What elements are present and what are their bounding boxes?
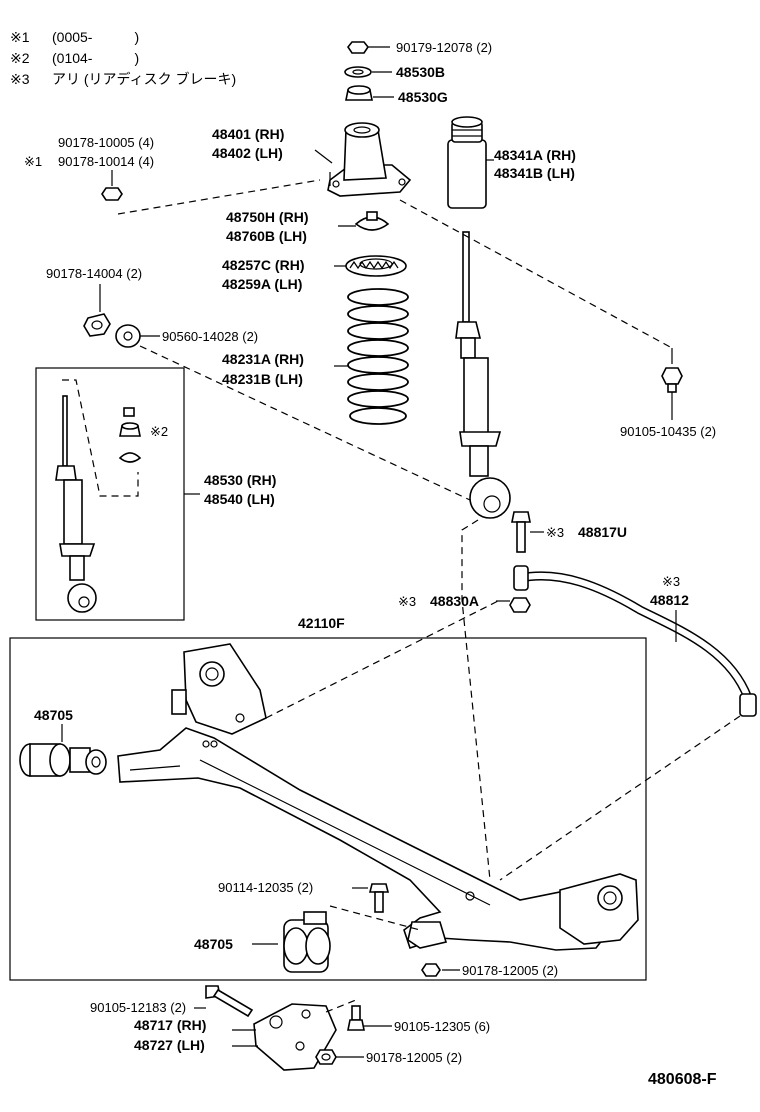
label-48231a: 48231A (RH) <box>222 351 304 367</box>
label-48540: 48540 (LH) <box>204 491 275 507</box>
label-48341a: 48341A (RH) <box>494 147 576 163</box>
axle-beam-box <box>9 637 647 981</box>
nut-90178-12005-b-part <box>315 1049 337 1065</box>
nut-90178-10005-part <box>101 187 123 201</box>
label-48830a: 48830A <box>430 593 479 609</box>
label-48830a-mark: ※3 <box>398 594 416 609</box>
upper-seat-48750h-part <box>354 211 390 231</box>
stabilizer-bar-48812-part <box>513 565 757 717</box>
figure-id: 480608-F <box>648 1071 717 1088</box>
washer-90560-part <box>115 324 141 348</box>
note-3-text: アリ (リアディスク ブレーキ) <box>52 71 236 87</box>
inset-cushion-part <box>119 422 141 437</box>
label-48259a: 48259A (LH) <box>222 276 302 292</box>
insulator-48257c-part <box>345 255 407 277</box>
bolt-90114-part <box>368 883 390 913</box>
label-90178-12005-a: 90178-12005 (2) <box>462 963 558 978</box>
note-2-text: (0104- ) <box>52 50 139 66</box>
inset-shock-absorber-part <box>55 395 97 613</box>
top-nut-part <box>347 41 390 54</box>
label-48705-upper: 48705 <box>34 707 73 723</box>
label-48750h: 48750H (RH) <box>226 209 308 225</box>
inset-box <box>35 367 185 621</box>
label-48760b: 48760B (LH) <box>226 228 307 244</box>
bracket-48830a-part <box>509 597 531 613</box>
label-48402: 48402 (LH) <box>212 145 283 161</box>
notes: ※1 (0005- ) ※2 (0104- ) ※3 アリ (リアディスク ブレ… <box>10 29 236 87</box>
label-48812-mark: ※3 <box>662 574 680 589</box>
inset-washer-part <box>118 452 142 463</box>
label-48705-lower: 48705 <box>194 936 233 952</box>
label-90178-10014-mark: ※1 <box>24 154 42 169</box>
bracket-48717-part <box>253 1003 337 1071</box>
washer-48530b-part <box>344 66 392 78</box>
label-48530g: 48530G <box>398 89 448 105</box>
nut-90178-12005-a-part <box>421 963 441 977</box>
label-90178-14004: 90178-14004 (2) <box>46 266 142 281</box>
note-1-text: (0005- ) <box>52 29 139 45</box>
label-48812: 48812 <box>650 592 689 608</box>
label-90178-12005-b: 90178-12005 (2) <box>366 1050 462 1065</box>
label-48257c: 48257C (RH) <box>222 257 304 273</box>
label-48817u: 48817U <box>578 524 627 540</box>
label-90178-10014: 90178-10014 (4) <box>58 154 154 169</box>
label-90105-12305: 90105-12305 (6) <box>394 1019 490 1034</box>
bushing-48705-lower-part <box>283 911 331 973</box>
bushing-48705-upper-part <box>19 743 107 777</box>
label-48727: 48727 (LH) <box>134 1037 205 1053</box>
label-90114-12035: 90114-12035 (2) <box>218 880 313 895</box>
nut-90178-14004-part <box>83 313 111 337</box>
label-48817u-mark: ※3 <box>546 525 564 540</box>
label-90178-10005: 90178-10005 (4) <box>58 135 154 150</box>
label-90560-14028: 90560-14028 (2) <box>162 329 258 344</box>
label-inset-mark: ※2 <box>150 424 168 439</box>
label-48231b: 48231B (LH) <box>222 371 303 387</box>
bolt-90105-12305-part <box>347 1005 365 1031</box>
bolt-90105-10435-part <box>661 367 683 393</box>
label-90179-12078: 90179-12078 (2) <box>396 40 492 55</box>
label-48717: 48717 (RH) <box>134 1017 206 1033</box>
label-90105-12183: 90105-12183 (2) <box>90 1000 186 1015</box>
link-48817u-part <box>511 511 531 553</box>
cushion-48530g-part <box>345 85 394 101</box>
coil-spring-48231-part <box>347 288 409 425</box>
label-90105-10435: 90105-10435 (2) <box>620 424 716 439</box>
rear-axle-beam-42110f-part <box>117 643 639 951</box>
shock-absorber-part <box>455 231 511 519</box>
inset-nut-part <box>123 407 135 417</box>
bump-stopper-48341-part <box>447 116 494 209</box>
label-42110f: 42110F <box>298 615 345 631</box>
bolt-90105-12183-part <box>205 985 254 1018</box>
note-3-mark: ※3 <box>10 71 30 87</box>
note-2-mark: ※2 <box>10 50 30 66</box>
label-48530b: 48530B <box>396 64 445 80</box>
label-48401: 48401 (RH) <box>212 126 284 142</box>
upper-support-48401-part <box>327 122 412 197</box>
label-48530: 48530 (RH) <box>204 472 276 488</box>
note-1-mark: ※1 <box>10 29 30 45</box>
label-48341b: 48341B (LH) <box>494 165 575 181</box>
